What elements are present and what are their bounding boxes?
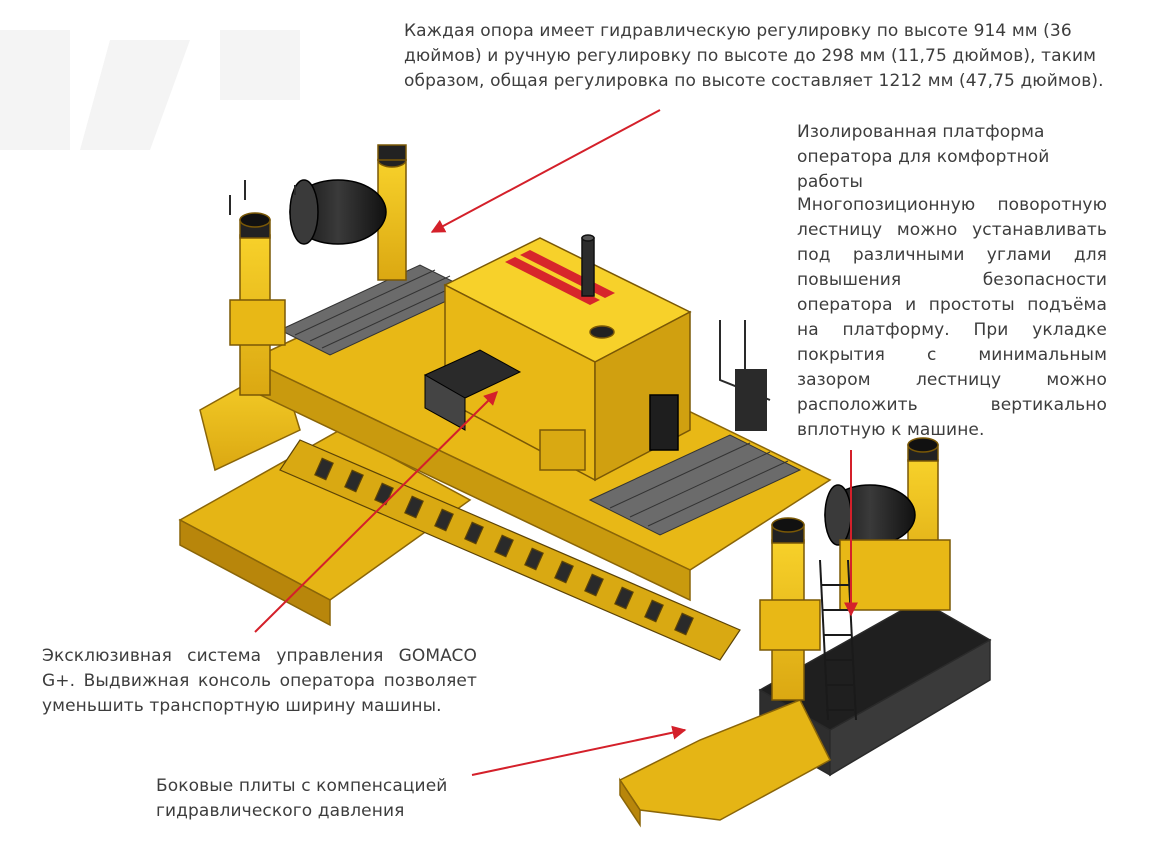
callout-arrows — [254, 109, 858, 776]
arrow-control — [254, 391, 498, 633]
handrails — [229, 180, 771, 431]
right-side-plate — [618, 699, 831, 828]
callout-support-text: Каждая опора имеет гидравлическую регули… — [404, 21, 1104, 91]
callout-support-height: Каждая опора имеет гидравлическую регули… — [404, 19, 1114, 94]
callout-control-system: Эксклюзивная система управления GOMACO G… — [42, 644, 477, 719]
callout-operator-platform: Изолированная платформа оператора для ко… — [797, 120, 1117, 195]
slipform-paver-illustration — [178, 144, 992, 828]
callout-swing-ladder: Многопозиционную поворотную лестницу мож… — [797, 193, 1107, 443]
callout-control-text: Эксклюзивная система управления GOMACO G… — [42, 646, 477, 716]
swing-ladder — [819, 559, 857, 721]
callout-ladder-text: Многопозиционную поворотную лестницу мож… — [797, 195, 1107, 440]
callout-platform-text: Изолированная платформа оператора для ко… — [797, 122, 1050, 192]
arrow-plates — [471, 725, 687, 776]
right-rear-leg — [824, 437, 951, 611]
callout-plates-text: Боковые плиты с компенсацией гидравличес… — [156, 776, 448, 821]
left-walkway — [278, 264, 472, 356]
engine-housing — [443, 234, 692, 482]
right-walkway — [588, 434, 802, 536]
right-front-leg — [759, 517, 821, 701]
auger-chain — [279, 439, 741, 661]
left-rear-leg — [289, 144, 407, 281]
background-graphic — [0, 30, 300, 150]
left-front-leg — [229, 212, 286, 396]
operator-console — [423, 349, 522, 431]
callout-side-plates: Боковые плиты с компенсацией гидравличес… — [156, 774, 476, 824]
arrow-support — [430, 109, 661, 233]
